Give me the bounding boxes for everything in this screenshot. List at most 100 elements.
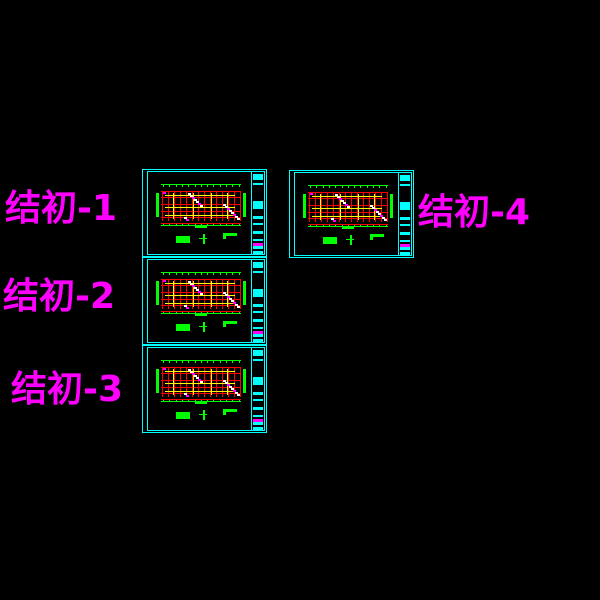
dim-line: [161, 272, 241, 273]
room-text: [184, 393, 187, 395]
dim-tick: [181, 223, 183, 226]
dim-tick: [373, 185, 374, 188]
wall-h: [161, 292, 241, 293]
title-block-cell: [400, 202, 410, 210]
dim-tick: [169, 311, 171, 314]
dim-tick: [188, 311, 190, 314]
note-symbol: [223, 233, 226, 239]
beam-v: [211, 193, 212, 219]
title-block-cell: [400, 252, 410, 255]
sheet-inner-border: [294, 172, 412, 256]
wall-h: [161, 204, 241, 205]
dim-tick: [347, 185, 349, 188]
room-text: [237, 394, 240, 396]
room-text: [186, 395, 189, 397]
dim-side: [303, 194, 306, 218]
beam-v: [173, 193, 174, 219]
room-text: [190, 283, 193, 285]
beam-h: [165, 215, 235, 216]
drawing-sheet-4[interactable]: [289, 170, 414, 258]
dim-tick: [316, 224, 318, 227]
title-block-cell: [253, 216, 263, 219]
section-detail: [176, 236, 190, 243]
dim-tick: [238, 311, 240, 314]
dim-tick: [200, 223, 202, 226]
room-text: [196, 377, 199, 379]
wall-v: [174, 191, 175, 221]
dim-tick: [194, 311, 196, 314]
dim-tick: [219, 311, 221, 314]
drawing-sheet-1[interactable]: [142, 169, 267, 257]
room-text: [194, 375, 197, 377]
room-text: [333, 220, 336, 222]
beam-v: [358, 194, 359, 220]
drawing-sheet-2[interactable]: [142, 257, 267, 345]
room-text: [229, 210, 232, 212]
dim-tick: [328, 185, 330, 188]
room-text: [382, 217, 385, 219]
title-block-cell: [253, 223, 263, 225]
dim-tick: [194, 360, 196, 363]
title-block-cell: [253, 201, 263, 209]
title-block-cell: [253, 421, 263, 425]
dim-tick: [213, 223, 215, 226]
beam-v: [193, 193, 194, 219]
wall-h: [308, 224, 388, 225]
detail-mark: [203, 410, 205, 420]
wall-v: [222, 279, 223, 309]
dim-line: [161, 225, 241, 226]
dim-tick: [207, 184, 209, 187]
floor-plan: [303, 185, 393, 227]
dim-tick: [226, 272, 227, 275]
room-text: [225, 206, 228, 208]
dim-tick: [341, 224, 343, 227]
dim-tick: [366, 224, 368, 227]
dim-tick: [213, 399, 215, 402]
dim-tick: [207, 360, 209, 363]
dim-tick: [232, 272, 234, 275]
wall-h: [161, 393, 241, 394]
title-block-stamp: [253, 243, 263, 246]
beam-h: [165, 303, 235, 304]
floor-plan: [156, 360, 246, 402]
dim-tick: [310, 224, 311, 227]
detail-mark: [199, 238, 207, 239]
dim-tick: [219, 223, 221, 226]
dim-tick: [169, 360, 171, 363]
dim-tick: [200, 360, 202, 363]
detail-mark: [203, 322, 205, 332]
wall-v: [174, 279, 175, 309]
dim-tick: [238, 184, 240, 187]
wall-v: [345, 192, 346, 222]
dim-tick: [360, 224, 362, 227]
room-text: [192, 197, 195, 199]
dim-tick: [232, 311, 234, 314]
wall-v: [180, 191, 181, 221]
dim-tick: [385, 224, 387, 227]
dim-tick: [316, 185, 318, 188]
title-block-cell: [253, 245, 263, 249]
dim-tick: [200, 272, 202, 275]
wall-v: [210, 367, 211, 397]
wall-h: [161, 191, 241, 192]
dim-tick: [226, 399, 227, 402]
title-block-cell: [400, 240, 410, 242]
wall-v: [204, 279, 205, 309]
dim-tick: [194, 184, 196, 187]
drawing-sheet-3[interactable]: [142, 345, 267, 433]
dim-tick: [219, 360, 221, 363]
room-text: [339, 198, 342, 200]
dim-tick: [175, 184, 177, 187]
section-detail: [176, 412, 190, 419]
title-block-stamp: [400, 244, 410, 247]
beam-v: [193, 369, 194, 395]
floor-plan: [156, 272, 246, 314]
beam-h: [165, 295, 235, 296]
room-text: [186, 219, 189, 221]
title-block-cell: [253, 231, 263, 234]
dim-tick: [175, 360, 177, 363]
dim-tick: [373, 224, 374, 227]
dim-tick: [232, 184, 234, 187]
dim-tick: [322, 224, 324, 227]
title-block: [398, 172, 412, 256]
